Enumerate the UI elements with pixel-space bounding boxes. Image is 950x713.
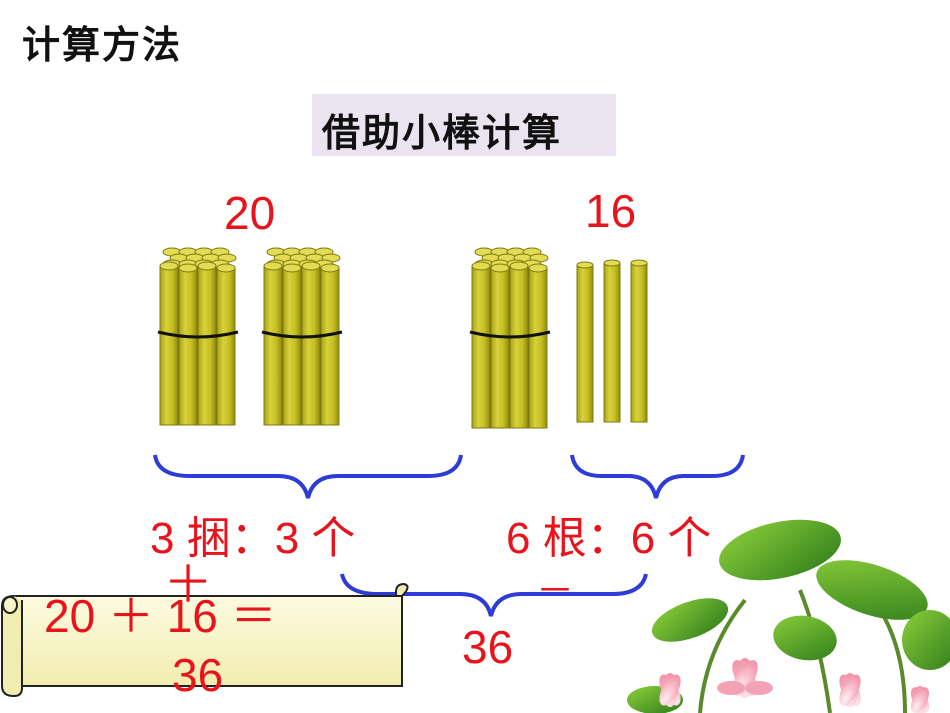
equation-line-2: 36 xyxy=(172,649,224,701)
brace-total xyxy=(340,573,648,617)
lotus-decoration-icon xyxy=(627,519,950,713)
right-group-label-tail: 一 xyxy=(540,575,570,608)
brace-right-group xyxy=(570,454,745,499)
right-number: 16 xyxy=(585,185,637,237)
sum-total: 36 xyxy=(462,621,514,673)
subtitle: 借助小棒计算 xyxy=(322,110,563,155)
left-group-label: 3 捆：3 个 xyxy=(150,514,356,563)
subtitle-box xyxy=(312,94,616,156)
page-title: 计算方法 xyxy=(22,22,183,67)
left-number: 20 xyxy=(224,187,276,239)
right-group-label: 6 根：6 个 xyxy=(506,514,712,563)
stick-bundle-icon xyxy=(469,247,551,429)
equation-line-1: 20 ＋ 16 ＝ xyxy=(44,590,277,642)
stick-bundle-icon xyxy=(261,247,343,426)
equation-scroll xyxy=(1,582,409,698)
stick-bundle-icon xyxy=(157,247,239,426)
single-stick-icon xyxy=(603,259,621,423)
single-sticks xyxy=(576,259,648,423)
single-stick-icon xyxy=(576,261,594,423)
brace-left-group xyxy=(153,454,463,499)
single-stick-icon xyxy=(630,259,648,423)
left-group-label-tail: 十 xyxy=(168,563,208,607)
